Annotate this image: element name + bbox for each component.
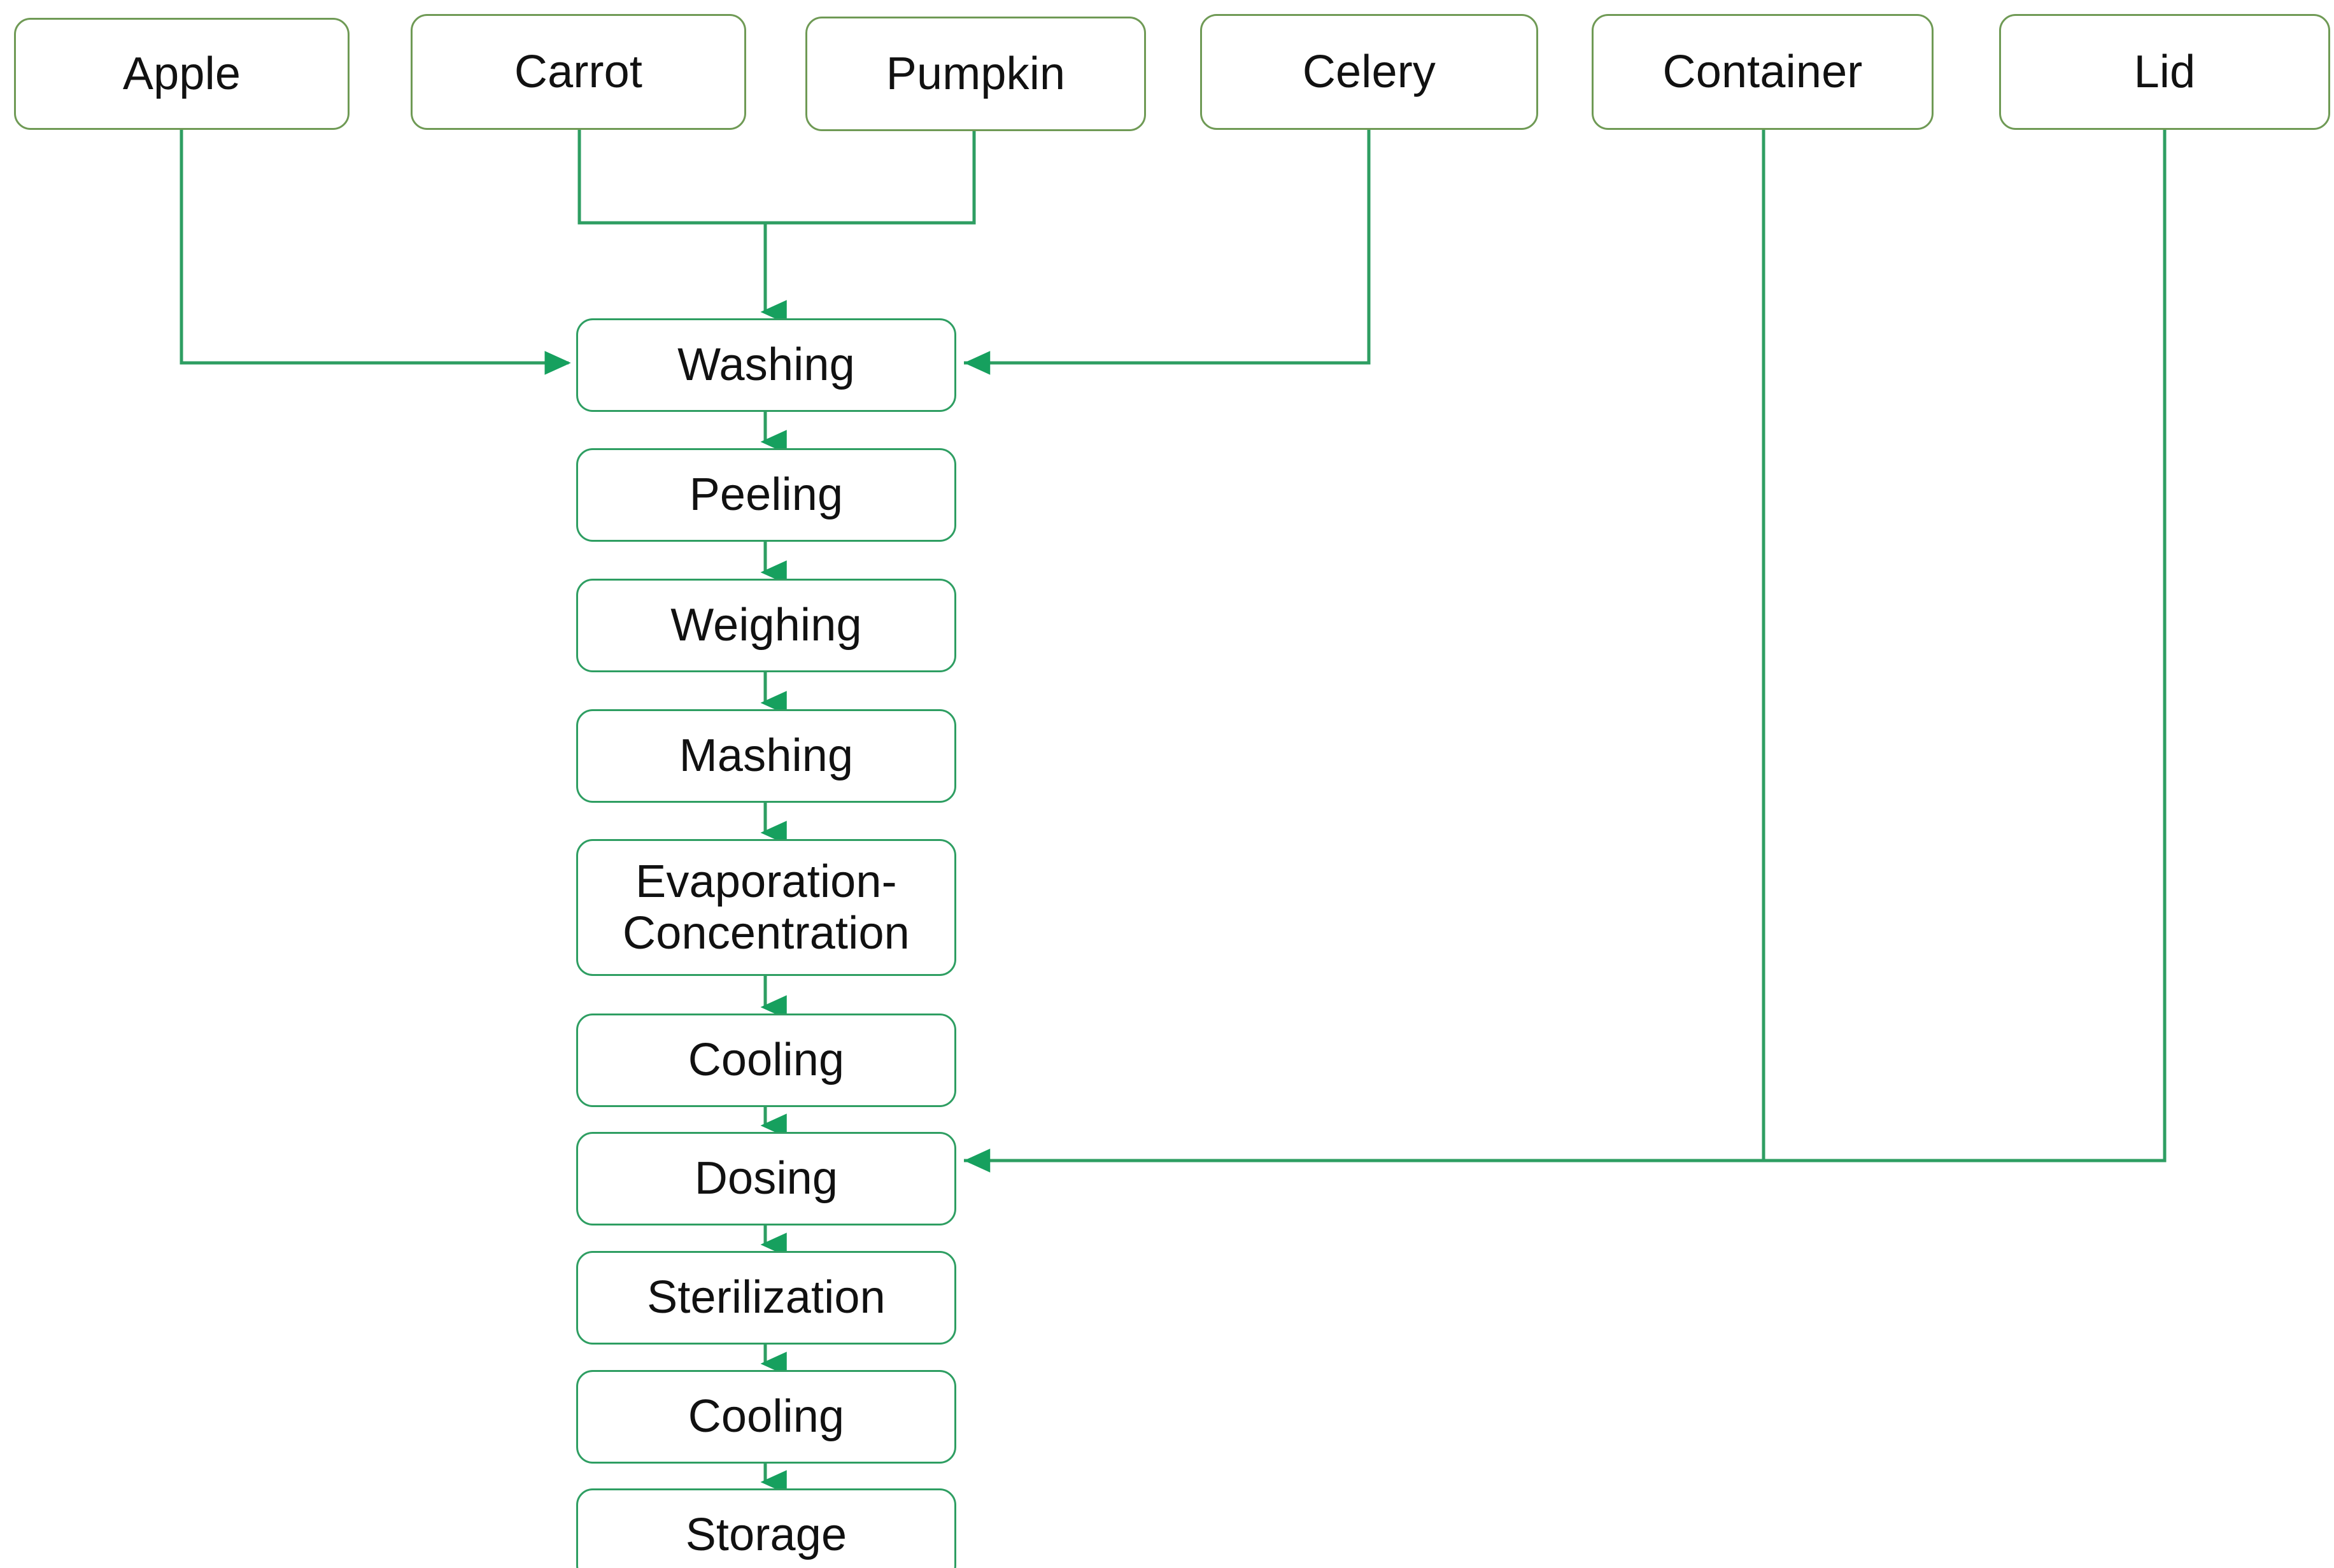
node-mashing[interactable]: Mashing: [576, 709, 956, 803]
node-dosing[interactable]: Dosing: [576, 1132, 956, 1225]
node-carrot-label: Carrot: [514, 46, 643, 97]
node-mashing-label: Mashing: [679, 730, 854, 782]
node-sterilization-label: Sterilization: [647, 1272, 886, 1324]
node-washing-label: Washing: [677, 339, 855, 391]
node-carrot[interactable]: Carrot: [411, 14, 746, 130]
node-dosing-label: Dosing: [694, 1153, 838, 1204]
node-pumpkin-label: Pumpkin: [886, 48, 1066, 99]
connector-container-dosing: [964, 130, 1765, 1173]
node-evaporation-concentration[interactable]: Evaporation- Concentration: [576, 839, 956, 976]
node-cooling-1[interactable]: Cooling: [576, 1014, 956, 1107]
connector-lid-dosing: [1764, 130, 2167, 1162]
node-apple[interactable]: Apple: [14, 18, 350, 130]
node-storage-label: Storage: [685, 1509, 847, 1561]
node-sterilization[interactable]: Sterilization: [576, 1251, 956, 1345]
node-container[interactable]: Container: [1592, 14, 1934, 130]
node-celery[interactable]: Celery: [1200, 14, 1538, 130]
node-weighing[interactable]: Weighing: [576, 579, 956, 672]
node-pumpkin[interactable]: Pumpkin: [805, 17, 1146, 131]
connector-carrot-merge: [577, 130, 765, 225]
node-storage[interactable]: Storage: [576, 1488, 956, 1568]
node-container-label: Container: [1662, 46, 1863, 97]
node-washing[interactable]: Washing: [576, 318, 956, 412]
node-celery-label: Celery: [1302, 46, 1436, 97]
node-peeling-label: Peeling: [689, 469, 844, 521]
connector-apple-washing: [180, 130, 571, 375]
node-lid-label: Lid: [2133, 46, 2196, 97]
node-cooling-2-label: Cooling: [688, 1391, 845, 1443]
connector-celery-washing: [964, 130, 1371, 375]
node-lid[interactable]: Lid: [1999, 14, 2330, 130]
node-apple-label: Apple: [122, 48, 241, 99]
node-cooling-1-label: Cooling: [688, 1035, 845, 1086]
connector-pumpkin-merge: [765, 131, 976, 225]
node-weighing-label: Weighing: [670, 600, 862, 651]
node-cooling-2[interactable]: Cooling: [576, 1370, 956, 1464]
node-evaporation-concentration-label: Evaporation- Concentration: [623, 856, 910, 959]
node-peeling[interactable]: Peeling: [576, 448, 956, 542]
